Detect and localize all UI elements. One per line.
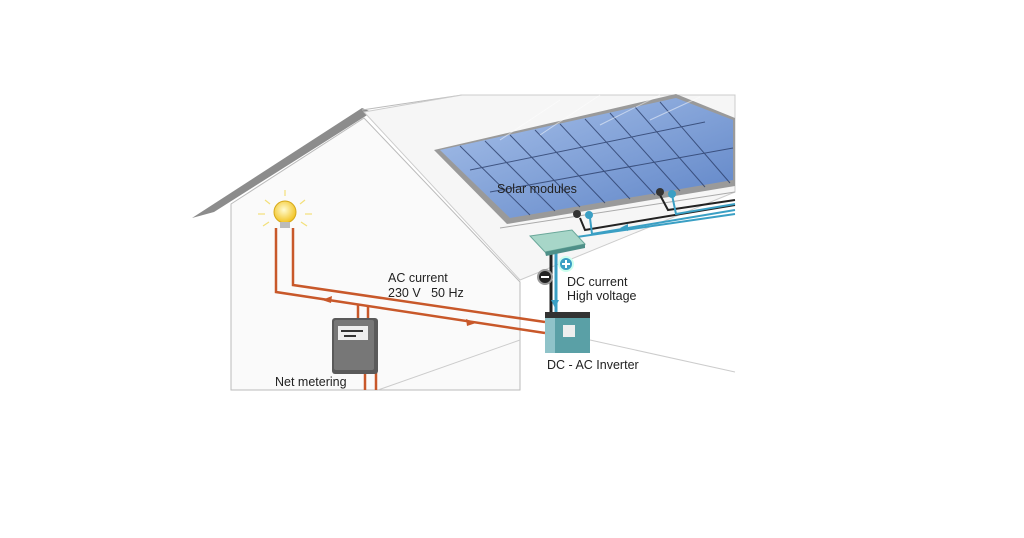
net-meter xyxy=(332,318,378,374)
dc-flow-arrow xyxy=(551,300,559,308)
dc-wiring xyxy=(549,194,736,315)
negative-terminal-icon xyxy=(656,188,664,196)
ac-wiring xyxy=(274,228,546,390)
inverter-label: DC - AC Inverter xyxy=(547,358,639,372)
solar-modules-label: Solar modules xyxy=(497,182,577,196)
dc-spec-label: High voltage xyxy=(567,289,637,303)
polarity-markers xyxy=(537,188,676,285)
ac-current-label: AC current xyxy=(388,271,448,285)
positive-terminal-icon xyxy=(585,211,593,219)
negative-terminal-icon xyxy=(573,210,581,218)
net-metering-label: Net metering xyxy=(275,375,347,389)
dc-current-label: DC current xyxy=(567,275,628,289)
positive-terminal-icon xyxy=(668,190,676,198)
inverter xyxy=(545,312,590,353)
roof-gable xyxy=(192,108,372,218)
ac-spec-label: 230 V 50 Hz xyxy=(388,286,464,300)
light-bulb-icon xyxy=(258,190,312,228)
